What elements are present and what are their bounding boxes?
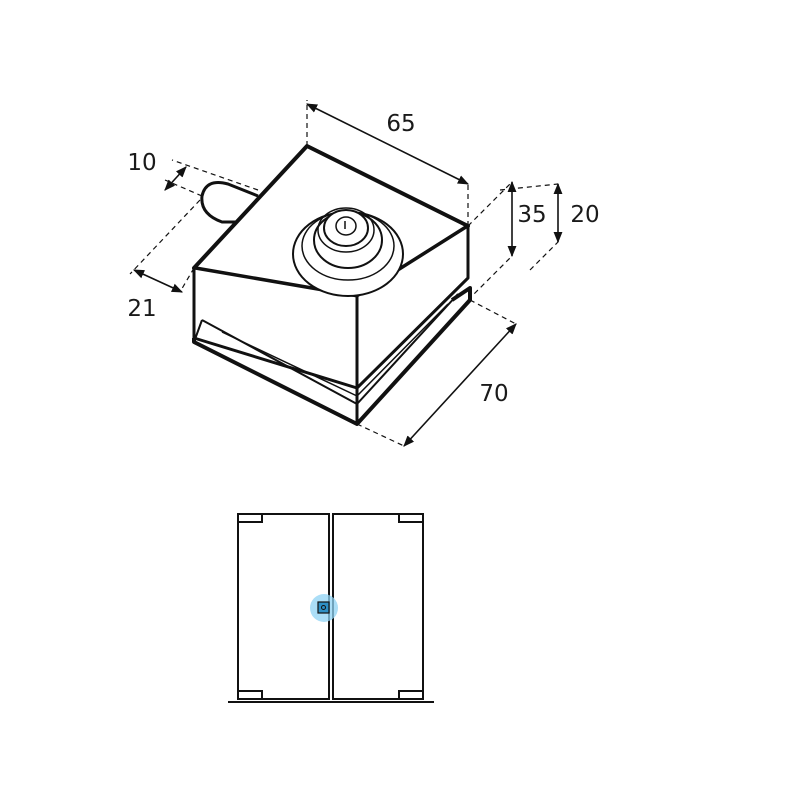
lock-position-marker bbox=[310, 594, 338, 622]
right-face bbox=[355, 224, 470, 390]
dim-label-height-body: 20 bbox=[570, 202, 599, 228]
right-door-leaf bbox=[332, 513, 424, 700]
dim-label-clamp-depth: 10 bbox=[127, 150, 156, 176]
dim-label-width: 65 bbox=[386, 111, 415, 137]
key-lock-icon bbox=[292, 207, 404, 297]
dim-label-length: 70 bbox=[479, 381, 508, 407]
dim-label-base-offset: 21 bbox=[127, 296, 156, 322]
dim-label-height-total: 35 bbox=[517, 202, 546, 228]
dimension-lines bbox=[129, 100, 563, 447]
